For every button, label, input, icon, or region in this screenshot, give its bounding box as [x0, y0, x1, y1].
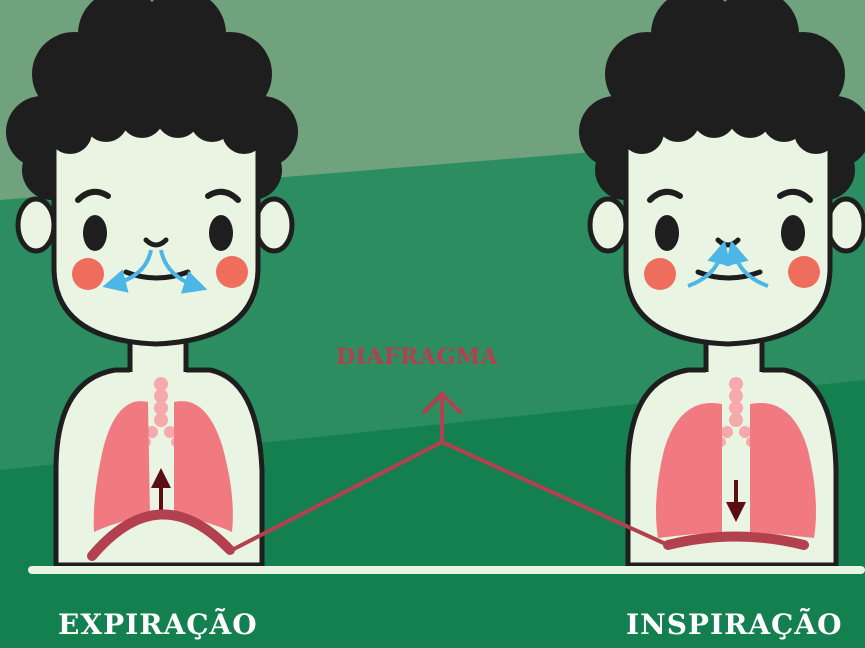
- right-eye: [209, 215, 233, 251]
- left-cheek: [72, 258, 104, 290]
- right-eye: [781, 215, 805, 251]
- diaphragm-label: DIAFRAGMA: [336, 344, 498, 370]
- right-ear: [828, 199, 864, 251]
- inspiration-caption: INSPIRAÇÃO: [626, 608, 842, 641]
- right-cheek: [216, 256, 248, 288]
- left-cheek: [644, 258, 676, 290]
- ground-line: [28, 566, 865, 574]
- left-ear: [590, 199, 626, 251]
- left-eye: [655, 215, 679, 251]
- expiration-caption: EXPIRAÇÃO: [58, 608, 258, 641]
- right-cheek: [788, 256, 820, 288]
- right-ear: [256, 199, 292, 251]
- left-eye: [83, 215, 107, 251]
- left-ear: [18, 199, 54, 251]
